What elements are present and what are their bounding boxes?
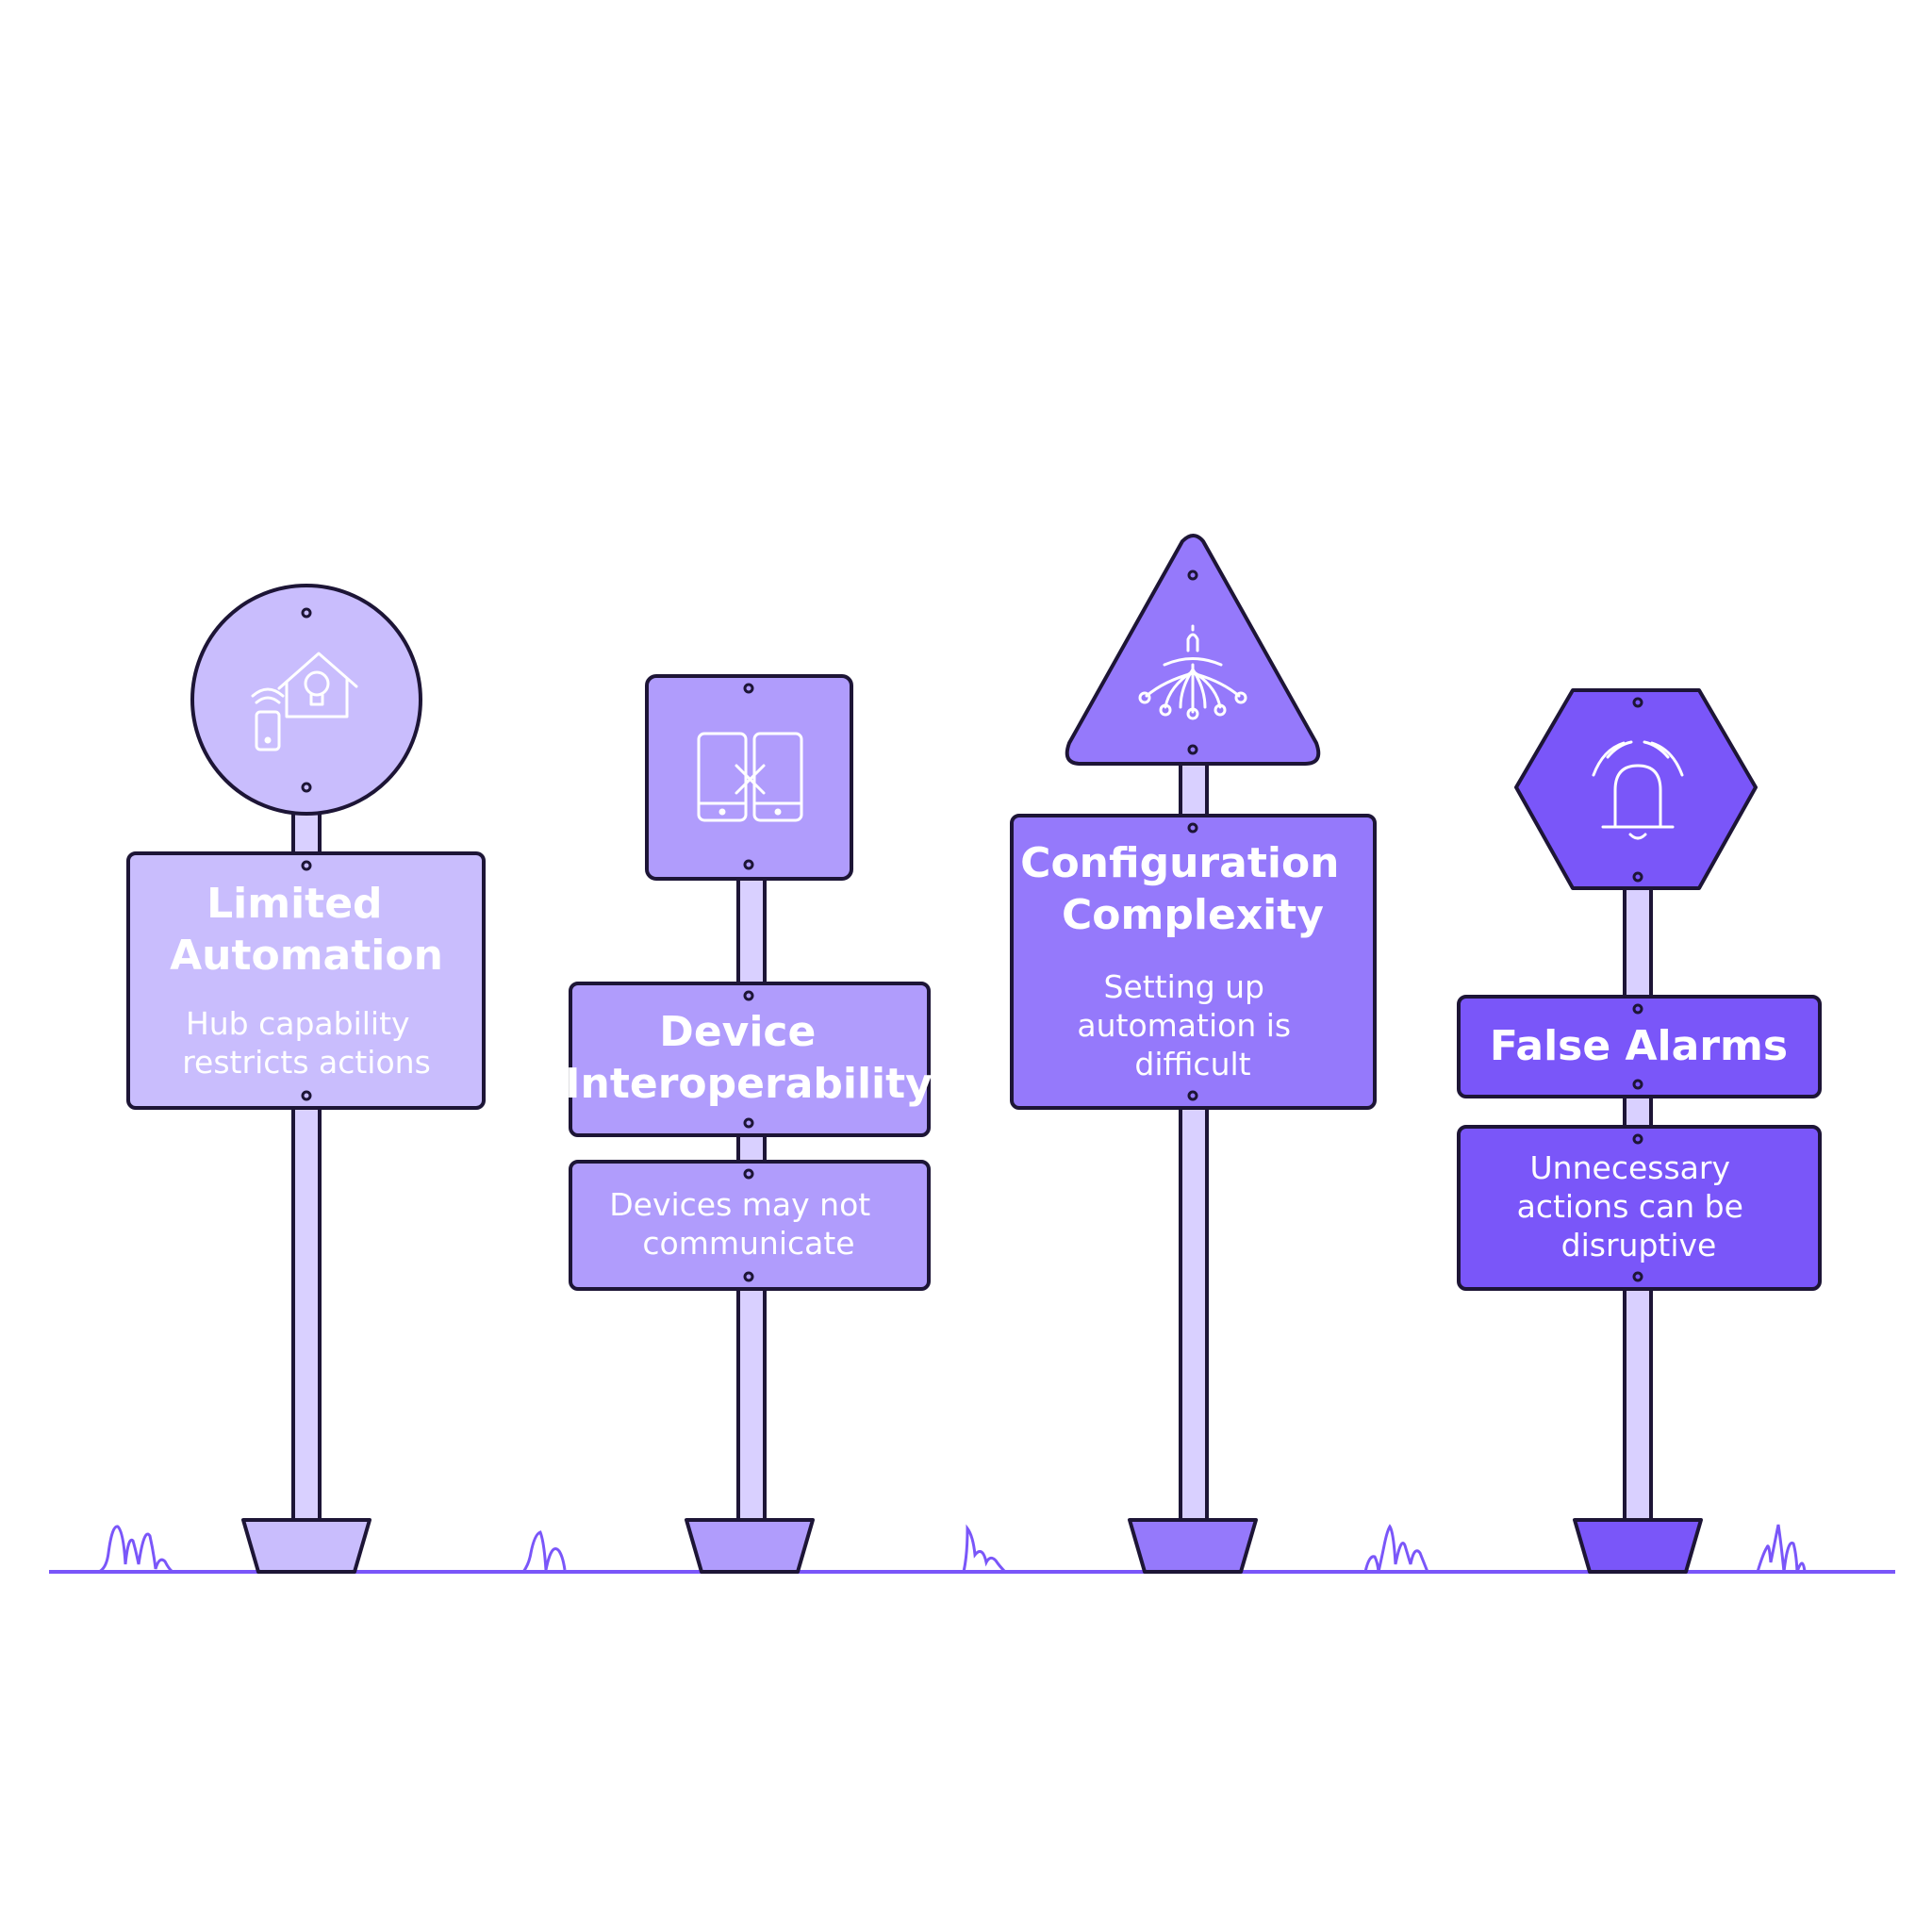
grass-tuft-5 (1756, 1524, 1807, 1573)
title-line: Automation (170, 932, 443, 980)
desc-line: Setting up (1103, 968, 1264, 1005)
sign-device-interoperability: Device Interoperability Devices may not … (565, 674, 933, 1574)
sign-description: Setting up automation is difficult (1077, 968, 1300, 1082)
alarm-bell-icon (1592, 740, 1684, 840)
sign-description: Unnecessary actions can be disruptive (1517, 1149, 1754, 1263)
sign-false-alarms: False Alarms Unnecessary actions can be … (1457, 688, 1822, 1574)
desc-line: disruptive (1561, 1227, 1717, 1263)
triangle-sign-face (1065, 534, 1321, 766)
desc-line: actions can be (1517, 1188, 1743, 1225)
sign-title: Device Interoperability (565, 1008, 933, 1108)
hexagon-sign-face (1514, 688, 1758, 890)
pole-base (1573, 1518, 1703, 1574)
desc-line: communicate (642, 1225, 854, 1262)
sign-title: Configuration Complexity (1020, 839, 1354, 939)
grass-tuft-1 (98, 1525, 173, 1574)
ground (49, 1524, 1895, 1574)
info-panel (1010, 814, 1377, 1110)
info-panel (126, 851, 486, 1110)
title-line: Limited (206, 880, 382, 928)
circle-sign-face (190, 584, 422, 816)
title-panel (1457, 995, 1822, 1098)
sign-title: False Alarms (1490, 1022, 1788, 1070)
title-line: Configuration (1020, 839, 1339, 887)
desc-line: Unnecessary (1530, 1149, 1730, 1186)
title-panel (569, 982, 931, 1137)
title-line: False Alarms (1490, 1022, 1788, 1070)
desc-line: Devices may not (609, 1186, 870, 1223)
desc-line: restricts actions (182, 1044, 431, 1081)
title-line: Interoperability (565, 1060, 933, 1108)
sign-configuration-complexity: Configuration Complexity Setting up auto… (1010, 534, 1377, 1574)
sign-title: Limited Automation (170, 880, 443, 980)
description-panel (1457, 1125, 1822, 1291)
grass-tuft-3 (962, 1524, 1007, 1574)
phones-disconnected-icon (697, 732, 803, 822)
sign-description: Devices may not communicate (609, 1186, 880, 1262)
smart-home-icon (251, 652, 358, 751)
desc-line: automation is (1077, 1007, 1291, 1044)
title-line: Complexity (1062, 891, 1324, 939)
pole-base (1128, 1518, 1258, 1574)
branching-network-icon (1138, 624, 1247, 720)
pole-base (241, 1518, 372, 1574)
description-panel (569, 1160, 931, 1291)
title-line: Device (659, 1008, 816, 1056)
grass-tuft-4 (1363, 1524, 1429, 1573)
desc-line: Hub capability (186, 1005, 410, 1042)
desc-line: difficult (1134, 1046, 1250, 1082)
sign-limited-automation: Limited Automation Hub capability restri… (126, 584, 486, 1574)
pole-base (685, 1518, 815, 1574)
sign-description: Hub capability restricts actions (182, 1005, 431, 1081)
grass-tuft-2 (521, 1530, 567, 1573)
